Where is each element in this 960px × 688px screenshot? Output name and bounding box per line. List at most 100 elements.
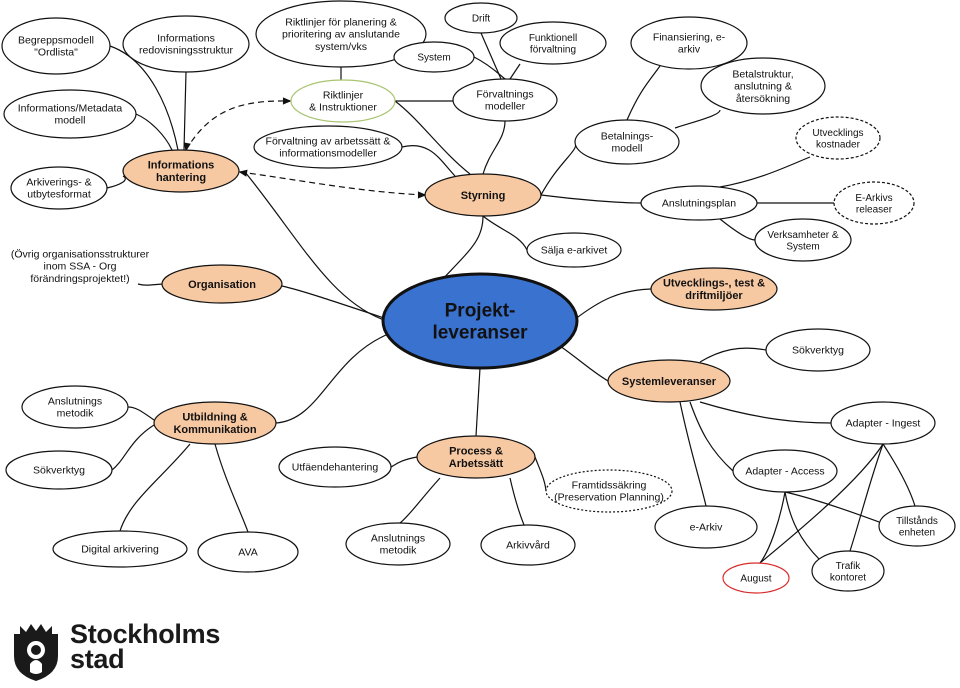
connector-lines (106, 32, 916, 564)
node-adapter-ingest: Adapter - Ingest (830, 401, 936, 445)
node-shape (197, 531, 299, 573)
node-riktlinjer-planering: Riktlinjer för planering &prioritering a… (255, 0, 427, 68)
node-shape (1, 17, 111, 75)
connector-line (509, 63, 521, 80)
node-shape (878, 505, 956, 547)
node-salja: Sälja e-arkivet (526, 232, 622, 268)
node-shape (253, 125, 403, 169)
connector-line (882, 443, 916, 507)
node-label: Adapter - Ingest (846, 418, 921, 430)
arrowhead-icon (417, 191, 427, 199)
node-shape (545, 469, 673, 513)
connector-line (759, 491, 786, 564)
connector-line (573, 288, 652, 321)
connector-line (185, 100, 291, 151)
node-begreppsmodell: Begreppsmodell"Ordlista" (1, 17, 111, 75)
node-shape (650, 267, 778, 311)
node-shape (424, 173, 542, 217)
connector-line (475, 367, 481, 437)
node-shape (21, 385, 129, 429)
node-shape (3, 89, 137, 139)
node-verksamheter-system: Verksamheter &System (754, 218, 852, 262)
connector-line (390, 456, 418, 468)
node-label: Utfäendehantering (292, 462, 379, 474)
connector-line (275, 334, 387, 424)
node-label: August (740, 574, 771, 585)
connector-line (401, 145, 456, 177)
logo-line-2: stad (70, 644, 125, 674)
node-label: Sökverktyg (792, 345, 844, 357)
node-arkiverings-format: Arkiverings- &utbytesformat (10, 166, 108, 210)
node-shape (607, 359, 731, 403)
node-label: Finansiering, e-arkiv (653, 32, 726, 56)
node-label: Arkiverings- &utbytesformat (26, 177, 91, 201)
node-shape (452, 78, 558, 122)
node-shape (526, 232, 622, 268)
node-shape (416, 435, 536, 479)
node-adapter-access: Adapter - Access (732, 449, 838, 493)
node-shape (754, 218, 852, 262)
node-anslutningsplan: Anslutningsplan (640, 185, 758, 221)
connector-line (127, 406, 155, 421)
node-label: Digital arkivering (81, 544, 159, 556)
node-shape (444, 2, 518, 34)
node-utfaendehantering: Utfäendehantering (278, 446, 392, 488)
connector-line (183, 71, 187, 151)
node-shape (833, 181, 915, 225)
node-shape (480, 524, 576, 566)
node-arkivvard: Arkivvård (480, 524, 576, 566)
connector-line (674, 109, 721, 129)
node-label: Riktlinjer för planering &prioritering a… (282, 17, 400, 53)
node-label: Drift (472, 14, 491, 25)
connector-line (135, 113, 173, 151)
node-betalstruktur: Betalstruktur,anslutning &återsökning (700, 57, 826, 115)
node-label: Betalstruktur,anslutning &återsökning (732, 69, 793, 105)
connector-line (719, 156, 811, 188)
node-shape (5, 450, 113, 490)
connector-line (689, 401, 734, 472)
node-shape (654, 505, 758, 549)
node-system: System (393, 41, 475, 73)
connector-line (281, 285, 385, 319)
connector-line (784, 491, 821, 561)
node-shape (278, 446, 392, 488)
connector-line (540, 194, 642, 204)
node-label: Projekt-leveranser (432, 301, 528, 344)
node-digital-arkivering: Digital arkivering (52, 530, 188, 568)
node-utbildning: Utbildning &Kommunikation (153, 401, 277, 445)
connector-line (106, 175, 126, 189)
node-shape (830, 401, 936, 445)
connector-line (626, 65, 661, 121)
node-shape (732, 449, 838, 493)
connector-line (394, 100, 471, 175)
arrowhead-icon (238, 169, 248, 177)
connector-line (239, 171, 426, 196)
connector-line (699, 347, 767, 363)
node-sokverktyg-utb: Sökverktyg (5, 450, 113, 490)
node-label: Sökverktyg (33, 465, 85, 477)
connector-line (534, 456, 547, 492)
node-e-arkiv: e-Arkiv (654, 505, 758, 549)
node-label: Adapter - Access (745, 466, 824, 478)
node-shape (499, 21, 607, 65)
node-betalnings-modell: Betalnings-modell (574, 119, 680, 165)
connector-line (480, 32, 502, 80)
node-systemleveranser: Systemleveranser (607, 359, 731, 403)
node-label: Förvaltning av arbetssätt &informationsm… (266, 136, 391, 160)
node-label: e-Arkiv (690, 522, 723, 534)
node-utveckling-test: Utvecklings-, test &driftmiljöer (650, 267, 778, 311)
connector-line (540, 141, 577, 196)
node-shape (640, 185, 758, 221)
connector-line (244, 171, 385, 321)
node-shape (381, 272, 579, 370)
node-shape (574, 119, 680, 165)
